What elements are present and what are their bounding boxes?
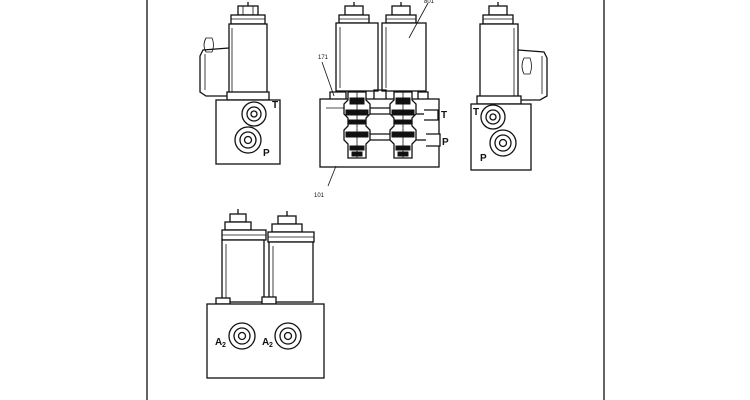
bottom-valve-body (206, 303, 325, 379)
left-port-t (241, 101, 267, 127)
center-right-nut (391, 5, 411, 16)
left-connector (199, 47, 230, 97)
bottom-left-coil (221, 239, 265, 303)
right-connector (517, 49, 548, 101)
ref-171-label: 171 (318, 55, 329, 61)
bottom-port-a-left-sub: 2 (222, 342, 226, 349)
bottom-port-a2-left (228, 322, 256, 350)
right-side-view: T P (470, 2, 548, 171)
ref-top-label: 801 (424, 0, 435, 5)
right-nut (488, 5, 508, 16)
right-port-t (480, 104, 506, 130)
left-solenoid-coil (228, 23, 268, 99)
right-solenoid-coil (479, 23, 519, 99)
bottom-port-a-right-sub: 2 (269, 342, 273, 349)
left-port-p-label: P (263, 148, 270, 159)
bottom-port-a-left-label: A (215, 337, 222, 348)
left-nut (237, 5, 259, 16)
right-port-p-label: P (480, 153, 487, 164)
bottom-left-nut (229, 213, 247, 223)
center-valve-body (319, 98, 440, 168)
center-front-view: 801 T P (314, 0, 449, 199)
bottom-port-a2-right (274, 322, 302, 350)
ref-101-label: 101 (314, 193, 325, 199)
left-side-view: T P (199, 2, 281, 165)
left-port-p (234, 126, 262, 154)
right-port-t-label: T (473, 107, 479, 118)
left-port-t-label: T (272, 100, 278, 111)
center-left-cartridge (343, 91, 371, 159)
bottom-view: A 2 A 2 (206, 209, 325, 379)
bottom-port-a-right-label: A (262, 337, 269, 348)
center-left-coil (335, 22, 379, 92)
center-port-t-label: T (441, 110, 447, 121)
right-port-p (489, 129, 517, 157)
center-right-cartridge (389, 91, 417, 159)
center-port-p-label: P (442, 137, 449, 148)
center-left-nut (344, 5, 364, 16)
bottom-right-coil (268, 241, 314, 303)
bottom-right-nut (277, 215, 297, 225)
center-right-coil (381, 22, 427, 92)
